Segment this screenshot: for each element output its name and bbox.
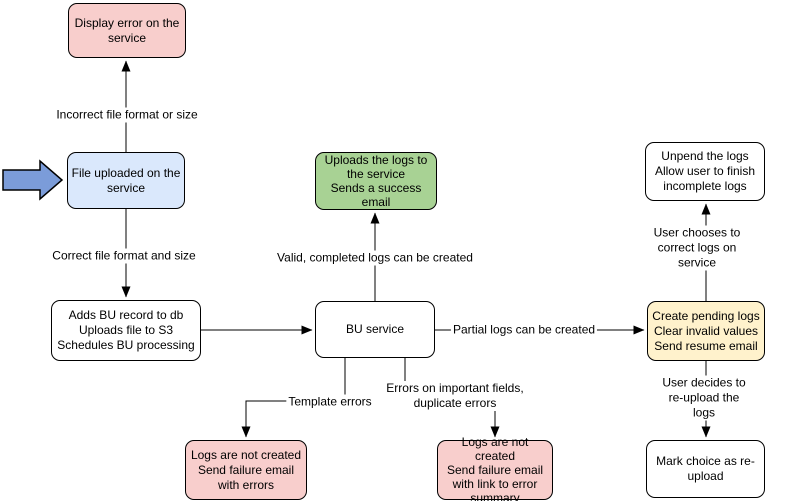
edge-label-partial-logs: Partial logs can be created: [450, 322, 598, 338]
edge-label-user-reuploads: User decides to re-upload the logs: [655, 375, 753, 421]
edge-label-field-errors: Errors on important fields, duplicate er…: [384, 381, 526, 411]
edge-label-valid-logs: Valid, completed logs can be created: [275, 250, 475, 266]
node-process-upload: Adds BU record to db Uploads file to S3 …: [51, 300, 201, 361]
node-create-pending: Create pending logs Clear invalid values…: [647, 301, 765, 361]
edge-label-user-corrects: User chooses to correct logs on service: [645, 225, 749, 271]
node-unpend-logs: Unpend the logs Allow user to finish inc…: [645, 142, 765, 201]
node-failure-summary: Logs are not created Send failure email …: [437, 435, 553, 501]
node-mark-reupload: Mark choice as re- upload: [646, 440, 765, 498]
node-upload-success: Uploads the logs to the service Sends a …: [315, 152, 437, 210]
node-display-error: Display error on the service: [68, 3, 186, 58]
node-bu-service: BU service: [315, 301, 435, 358]
edge-label-incorrect-format: Incorrect file format or size: [54, 107, 200, 123]
node-file-uploaded: File uploaded on the service: [67, 152, 185, 209]
edge-label-correct-format: Correct file format and size: [50, 248, 198, 264]
edge-label-template-errors: Template errors: [286, 394, 374, 410]
start-pointer-arrow-icon: [2, 159, 64, 201]
node-failure-errors: Logs are not created Send failure email …: [185, 440, 307, 500]
